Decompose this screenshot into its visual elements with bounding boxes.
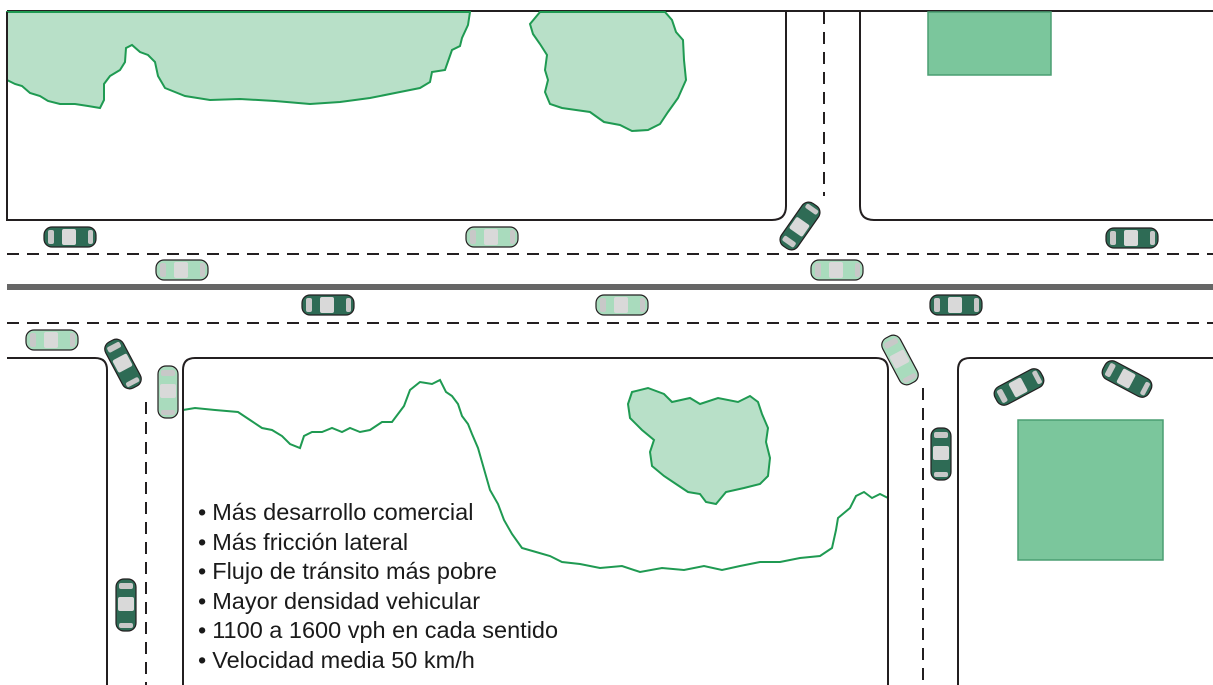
vehicle-dark bbox=[43, 226, 97, 248]
characteristic-item: 1100 a 1600 vph en cada sentido bbox=[198, 616, 558, 646]
characteristic-item: Más desarrollo comercial bbox=[198, 498, 558, 528]
vehicle-dark bbox=[115, 578, 137, 632]
vehicle-dark bbox=[990, 365, 1048, 409]
vehicle-light bbox=[465, 226, 519, 248]
building-bottom-right bbox=[1017, 419, 1164, 561]
vehicle-light bbox=[595, 294, 649, 316]
vehicle-light bbox=[157, 365, 179, 419]
curb-lines bbox=[6, 12, 1213, 685]
vehicle-dark bbox=[1098, 357, 1156, 401]
vehicle-light bbox=[810, 259, 864, 281]
characteristic-item: Mayor densidad vehicular bbox=[198, 587, 558, 617]
vehicle-light bbox=[25, 329, 79, 351]
vehicle-dark bbox=[1105, 227, 1159, 249]
vehicle-dark bbox=[101, 335, 145, 393]
vegetation-area-top-center bbox=[528, 11, 688, 133]
vegetation-boundary-line bbox=[182, 378, 889, 574]
vehicle-light bbox=[155, 259, 209, 281]
characteristics-list: Más desarrollo comercial Más fricción la… bbox=[198, 498, 558, 676]
vehicle-dark bbox=[776, 198, 824, 254]
vehicle-dark bbox=[301, 294, 355, 316]
characteristic-item: Más fricción lateral bbox=[198, 528, 558, 558]
vegetation-area-bottom-center bbox=[626, 386, 772, 506]
vehicle-dark bbox=[929, 294, 983, 316]
characteristic-item: Flujo de tránsito más pobre bbox=[198, 557, 558, 587]
building-top-right bbox=[927, 11, 1052, 76]
vegetation-area-top-left bbox=[6, 11, 472, 110]
vehicle-dark bbox=[930, 427, 952, 481]
characteristic-item: Velocidad media 50 km/h bbox=[198, 646, 558, 676]
